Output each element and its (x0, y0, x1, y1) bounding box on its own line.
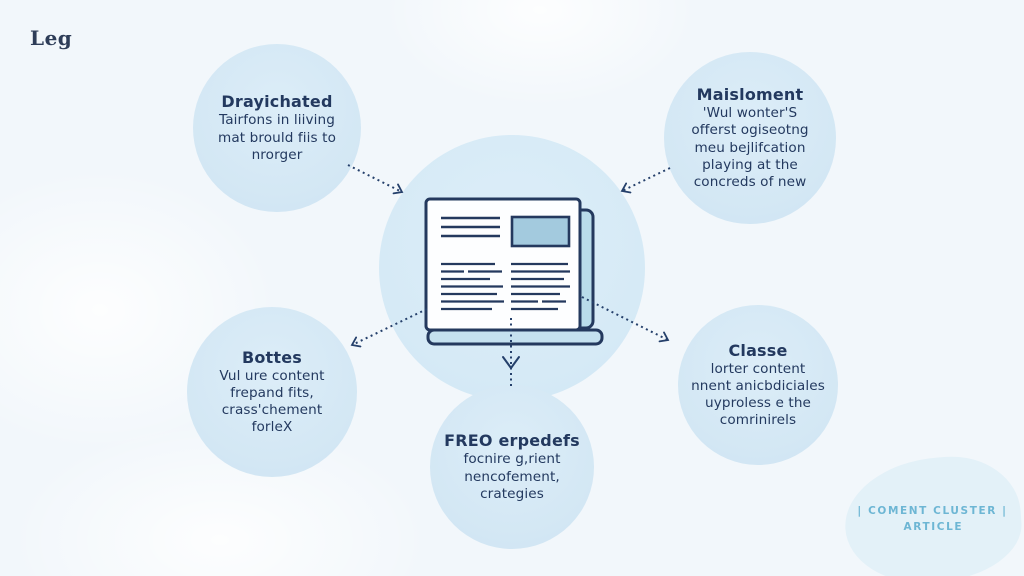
topic-node-bottom-right: Classe lorter content nnent anicbdiciale… (678, 305, 838, 465)
arrow-top-left-to-center (347, 164, 404, 195)
node-body: Vul ure content frepand fits, crass'chem… (219, 367, 325, 436)
doc-header-lines (441, 216, 500, 238)
arrow-top-right-to-center (620, 167, 671, 194)
doc-image-placeholder (510, 215, 571, 248)
article-document-icon (424, 197, 604, 346)
node-body: Tairfons in liiving mat brould fiis to n… (218, 112, 336, 163)
doc-left-column-lines (441, 262, 504, 311)
doc-right-column-lines (511, 262, 570, 311)
node-title: Maisloment (696, 85, 804, 105)
node-body: lorter content nnent anicbdiciales uypro… (691, 360, 825, 429)
node-body: 'Wul wonter'S offerst ogiseotng meu bejl… (691, 105, 809, 190)
node-body: focnire g,rient nencofement, crategies (463, 451, 561, 502)
topic-node-top-right: Maisloment 'Wul wonter'S offerst ogiseot… (664, 52, 836, 224)
node-title: Bottes (241, 347, 303, 367)
page-label: Leg (30, 26, 73, 50)
watermark-line1: | COMENT CLUSTER | (857, 505, 1008, 518)
watermark-line2: ARTICLE (903, 520, 964, 533)
watermark-blob: | COMENT CLUSTER | ARTICLE (840, 452, 1024, 576)
node-title: Classe (728, 340, 788, 360)
topic-node-top-left: Drayichated Tairfons in liiving mat brou… (193, 44, 361, 212)
topic-node-bottom-left: Bottes Vul ure content frepand fits, cra… (187, 307, 357, 477)
topic-node-bottom-middle: FREO erpedefs focnire g,rient nencofemen… (430, 385, 594, 549)
node-title: FREO erpedefs (444, 431, 580, 451)
node-title: Drayichated (221, 92, 333, 112)
